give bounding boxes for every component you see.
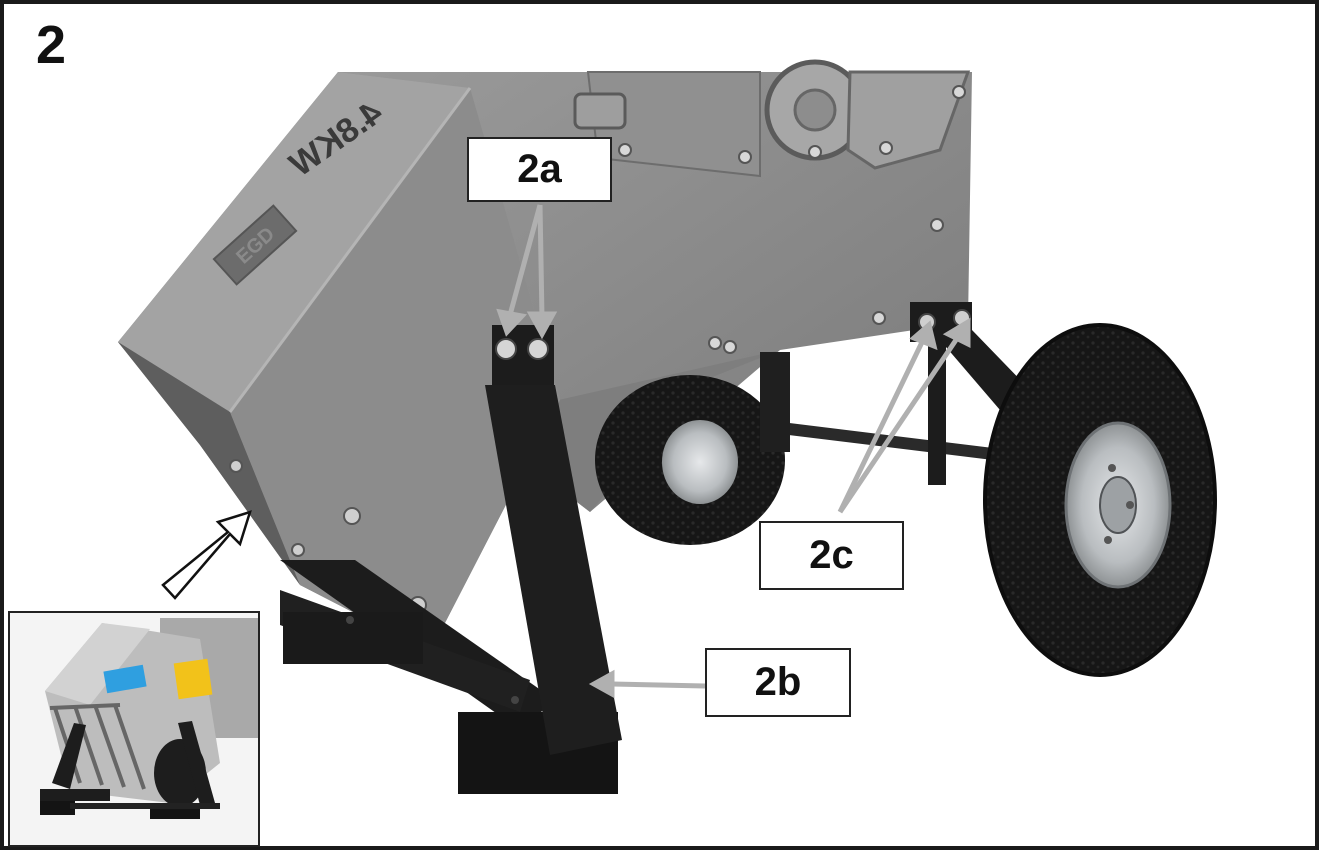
step-number: 2: [36, 15, 67, 75]
inset-photo: [8, 611, 260, 847]
inset-machine-illustration: [10, 613, 258, 845]
callout-2b: 2b: [705, 648, 851, 717]
callout-arrow-icon: [496, 204, 971, 699]
wheel-bracket: [910, 302, 1030, 485]
step-arrow-icon: [161, 510, 252, 600]
feed-hopper: 4.8KW EGD: [118, 72, 560, 652]
callout-2c: 2c: [759, 521, 904, 590]
axle-assembly: [595, 352, 1010, 545]
support-leg: [485, 325, 622, 755]
callout-2a: 2a: [467, 137, 612, 202]
front-wheel: [983, 323, 1217, 677]
